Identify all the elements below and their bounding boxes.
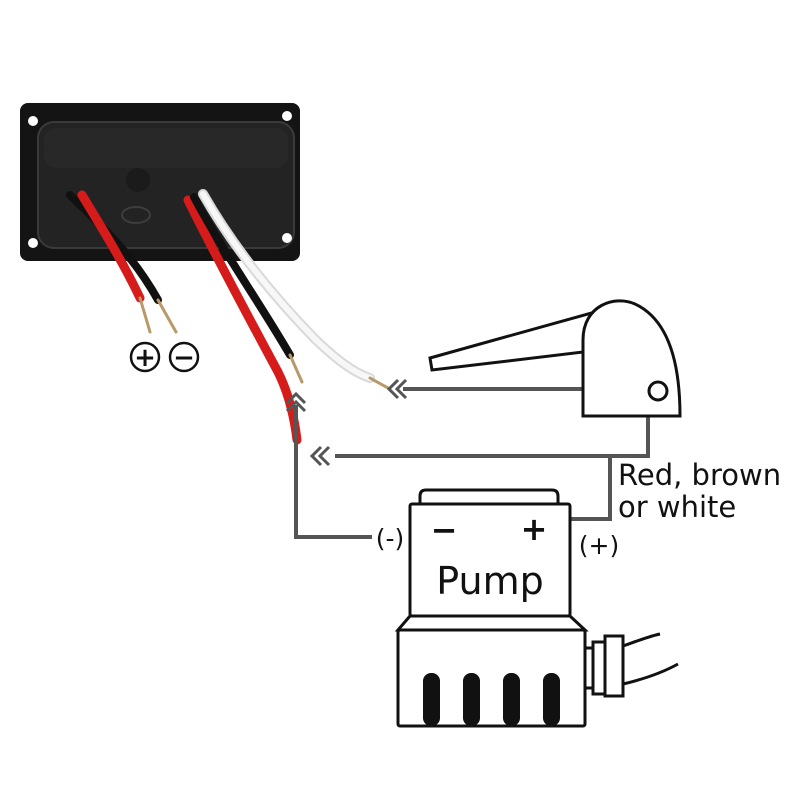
pump-cap bbox=[418, 488, 560, 506]
float-switch-note-line1: Red, brown bbox=[618, 458, 781, 492]
pump-minus-sign: − bbox=[431, 511, 458, 549]
pump-grille-slot-4 bbox=[543, 673, 560, 726]
right-wire-bundle bbox=[183, 189, 390, 445]
float-switch-pivot bbox=[647, 380, 669, 402]
mounting-hole-top-left bbox=[28, 116, 38, 126]
pump-grille-slot-3 bbox=[503, 673, 520, 726]
terminal-plus-symbol: + bbox=[129, 341, 161, 373]
float-switch-body bbox=[581, 299, 682, 418]
right-white-wire-core bbox=[200, 191, 373, 381]
float-switch-note-line2: or white bbox=[618, 490, 736, 524]
control-panel bbox=[20, 103, 300, 261]
connector-chevron-white bbox=[386, 378, 408, 400]
pump-negative-lead-line bbox=[294, 405, 372, 539]
pump-outlet-ring-2 bbox=[591, 640, 607, 696]
right-black-wire bbox=[190, 193, 294, 359]
pump-collar bbox=[394, 614, 589, 632]
right-black-wire-strand bbox=[288, 353, 304, 384]
pump-outlet-hose bbox=[622, 632, 679, 686]
mounting-hole-top-right bbox=[282, 111, 292, 121]
terminal-minus-symbol: − bbox=[168, 341, 200, 373]
terminal-plus-glyph: + bbox=[134, 343, 156, 373]
mounting-hole-bottom-left bbox=[28, 238, 38, 248]
terminal-minus-glyph: − bbox=[173, 343, 195, 373]
pump-grille-slot-1 bbox=[423, 673, 440, 726]
pump-positive-lead-line bbox=[571, 456, 612, 521]
pump-grille-slot-2 bbox=[463, 673, 480, 726]
left-wire-pair bbox=[66, 190, 178, 334]
right-white-wire-strand bbox=[368, 376, 390, 390]
left-black-wire-strand bbox=[156, 298, 178, 334]
schematic-wiring bbox=[294, 387, 650, 539]
bilge-pump bbox=[394, 488, 679, 728]
pump-outlet-nozzle bbox=[603, 634, 625, 698]
float-switch bbox=[428, 299, 682, 418]
float-switch-arm bbox=[428, 310, 602, 372]
right-red-wire bbox=[183, 195, 302, 445]
pump-plus-sign: + bbox=[521, 510, 548, 548]
pump-positive-lead-label: (+) bbox=[579, 531, 619, 560]
pump-label: Pump bbox=[436, 559, 543, 603]
left-red-wire-strand bbox=[138, 296, 152, 334]
left-red-wire bbox=[77, 190, 145, 303]
connector-chevron-red bbox=[309, 445, 331, 467]
pump-negative-lead-label: (-) bbox=[376, 524, 405, 553]
switch-to-red-lead-line bbox=[335, 406, 650, 458]
mounting-hole-bottom-right bbox=[282, 233, 292, 243]
embossed-logo bbox=[121, 206, 151, 224]
connector-chevron-black bbox=[285, 391, 307, 413]
